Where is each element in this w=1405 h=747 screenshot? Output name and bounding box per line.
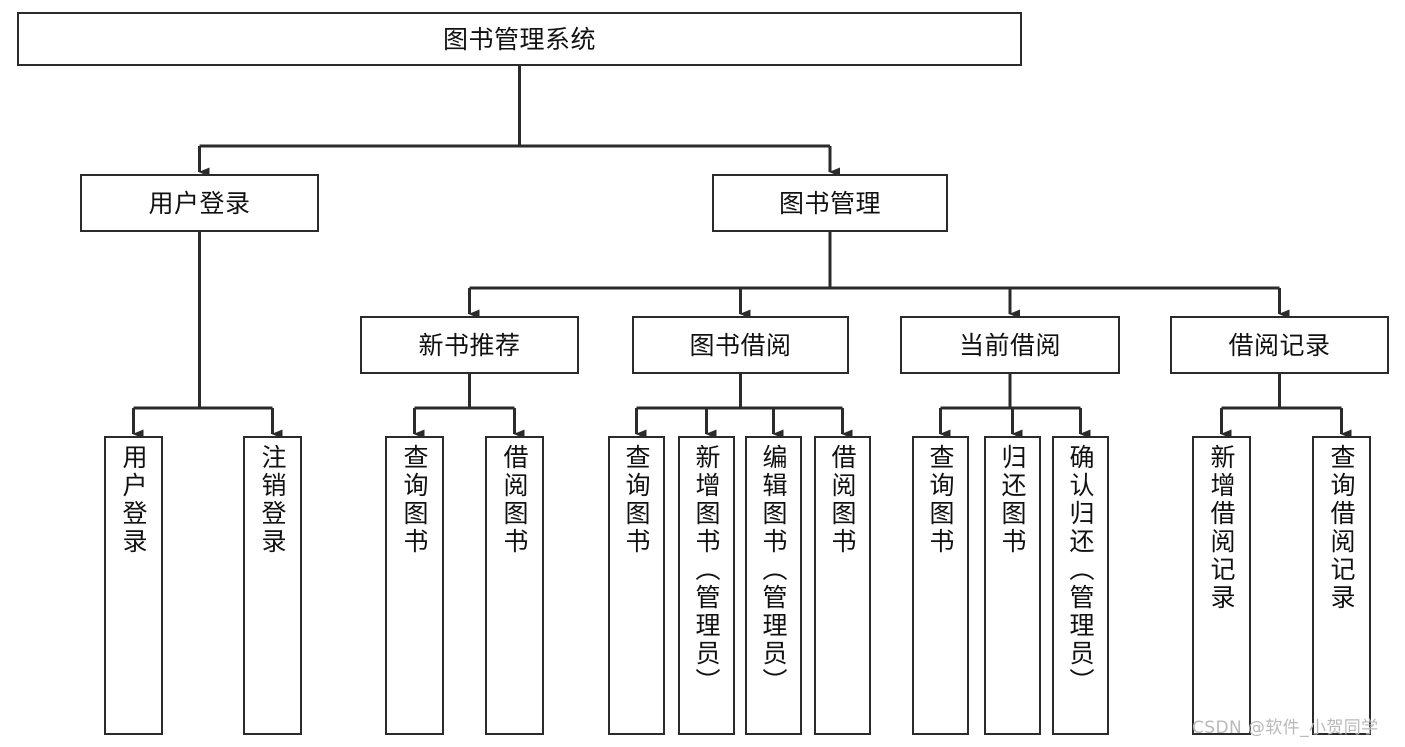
node-leaf-borrow-book-1[interactable]: 借阅图书 (485, 436, 544, 735)
node-label: 查询图书 (622, 444, 651, 556)
node-label: 图书管理 (778, 188, 881, 218)
node-leaf-logout[interactable]: 注销登录 (243, 436, 302, 735)
node-label: 图书借阅 (689, 330, 792, 360)
node-leaf-edit-book[interactable]: 编辑图书（管理员） (745, 436, 802, 735)
node-leaf-confirm-return[interactable]: 确认归还（管理员） (1052, 436, 1109, 735)
node-label: 归还图书 (998, 444, 1027, 556)
node-leaf-user-login[interactable]: 用户登录 (104, 436, 163, 735)
node-book-borrow[interactable]: 图书借阅 (632, 316, 849, 374)
node-label: 图书管理系统 (442, 24, 596, 54)
node-label: 确认归还（管理员） (1066, 444, 1095, 696)
node-label: 注销登录 (258, 444, 287, 556)
node-label: 新书推荐 (418, 330, 521, 360)
node-leaf-query-book-1[interactable]: 查询图书 (385, 436, 444, 735)
node-label: 借阅记录 (1228, 330, 1331, 360)
node-book-manage[interactable]: 图书管理 (712, 174, 948, 232)
csdn-watermark: CSDN @软件_小贺同学 (1192, 718, 1379, 738)
node-label: 查询借阅记录 (1327, 444, 1356, 612)
node-leaf-add-record[interactable]: 新增借阅记录 (1192, 436, 1251, 735)
node-leaf-return-book[interactable]: 归还图书 (984, 436, 1041, 735)
node-current-borrow[interactable]: 当前借阅 (900, 316, 1120, 374)
node-borrow-record[interactable]: 借阅记录 (1170, 316, 1389, 374)
node-leaf-query-record[interactable]: 查询借阅记录 (1312, 436, 1371, 735)
node-label: 新增图书（管理员） (692, 444, 721, 696)
node-leaf-borrow-book-2[interactable]: 借阅图书 (814, 436, 871, 735)
node-root[interactable]: 图书管理系统 (17, 12, 1022, 66)
node-user-login[interactable]: 用户登录 (80, 174, 319, 232)
node-new-book-rec[interactable]: 新书推荐 (360, 316, 579, 374)
node-label: 新增借阅记录 (1207, 444, 1236, 612)
node-label: 借阅图书 (500, 444, 529, 556)
node-label: 查询图书 (926, 444, 955, 556)
node-label: 用户登录 (148, 188, 251, 218)
node-label: 当前借阅 (958, 330, 1061, 360)
node-label: 编辑图书（管理员） (759, 444, 788, 696)
node-leaf-add-book[interactable]: 新增图书（管理员） (678, 436, 735, 735)
node-leaf-query-book-3[interactable]: 查询图书 (912, 436, 969, 735)
node-label: 用户登录 (119, 444, 148, 556)
node-label: 借阅图书 (828, 444, 857, 556)
node-label: 查询图书 (400, 444, 429, 556)
node-leaf-query-book-2[interactable]: 查询图书 (608, 436, 665, 735)
